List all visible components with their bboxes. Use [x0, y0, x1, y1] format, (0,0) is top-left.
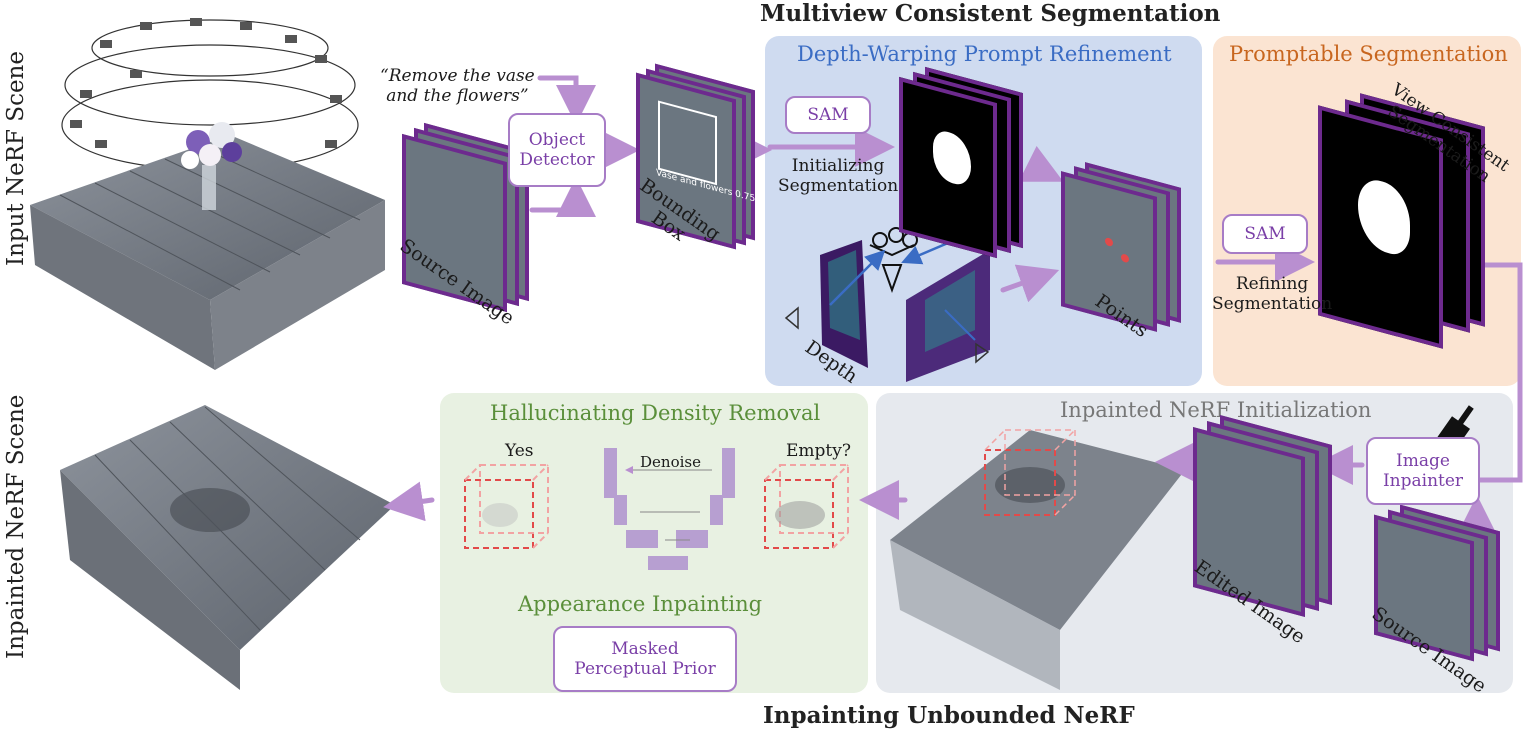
input-table-side-left: [30, 205, 215, 370]
output-table-side: [60, 470, 240, 690]
yes-cube: [464, 464, 549, 549]
prompt-text: “Remove the vase and the flowers”: [380, 66, 535, 106]
input-table-top: [30, 135, 385, 300]
camera-rings: [61, 19, 359, 171]
image-inpainter-box[interactable]: Image Inpainter: [1366, 437, 1480, 505]
sam-box-top[interactable]: SAM: [785, 96, 871, 134]
camera-eye-icon: [784, 306, 990, 364]
prompt-panel-title: Promptable Segmentation: [1229, 42, 1508, 66]
appearance-inpainting-label: Appearance Inpainting: [518, 592, 763, 616]
top-heading: Multiview Consistent Segmentation: [760, 0, 1221, 27]
unet-blocks: [604, 448, 735, 570]
bottom-heading: Inpainting Unbounded NeRF: [763, 702, 1135, 729]
yes-label: Yes: [505, 441, 534, 461]
empty-label: Empty?: [786, 441, 851, 461]
vc-seg-mask: [1358, 174, 1410, 259]
init-seg-frame-1: [899, 76, 997, 259]
object-detector-box[interactable]: Object Detector: [508, 113, 606, 187]
point-marker: [1105, 236, 1113, 248]
init-seg-mask: [933, 127, 971, 189]
init-panel-title: Inpainted NeRF Initialization: [1060, 398, 1372, 422]
denoise-label: Denoise: [640, 453, 701, 471]
masked-perceptual-prior-box[interactable]: Masked Perceptual Prior: [553, 626, 737, 692]
camera-frustums: [70, 18, 342, 148]
sam-box-refine[interactable]: SAM: [1222, 214, 1308, 254]
init-seg-label: Initializing Segmentation: [778, 156, 899, 196]
halluc-panel-title: Hallucinating Density Removal: [490, 401, 821, 425]
point-marker: [1121, 253, 1129, 264]
refining-seg-label: Refining Segmentation: [1212, 274, 1333, 314]
depth-panel-title: Depth-Warping Prompt Refinement: [797, 42, 1172, 66]
init-nerf-table: [890, 430, 1185, 630]
empty-cube: [764, 464, 849, 549]
input-table-side-right: [210, 200, 385, 370]
